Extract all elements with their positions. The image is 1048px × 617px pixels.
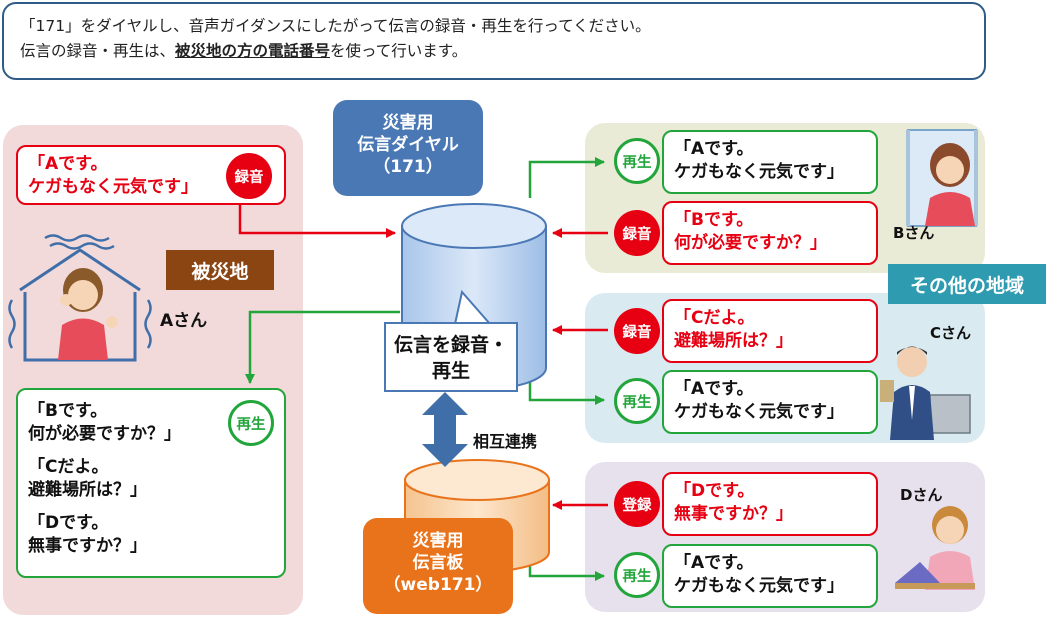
dial-service-box: 災害用 伝言ダイヤル （171） [333,100,483,196]
d-register-line-2: 無事ですか？」 [674,504,793,524]
b-play-line-1: 「Aです。 [674,139,754,159]
a-record-line-2: ケガもなく元気です」 [28,177,198,197]
board-service-box: 災害用 伝言板 （web171） [363,518,513,614]
c-play-line-2: ケガもなく元気です」 [674,402,844,422]
c-record-line-2: 避難場所は？」 [674,331,793,351]
dial-line-3: （171） [373,157,443,177]
d-play-message: 「Aです。 ケガもなく元気です」 [662,544,878,608]
d-register-message: 「Dです。 無事ですか？」 [662,472,878,536]
c-record-line-1: 「Cだよ。 [674,308,755,328]
record-play-bubble: 伝言を録音・ 再生 [384,322,518,392]
a-play-c-line-1: 「Cだよ。 [28,457,109,477]
arrow-c-play [528,375,605,405]
person-b-icon [906,129,978,227]
c-play-badge: 再生 [614,378,660,424]
b-record-badge: 録音 [614,210,660,256]
person-b-label: Bさん [893,224,935,242]
a-play-c-line-2: 避難場所は？」 [28,480,147,500]
a-play-badge: 再生 [228,400,274,446]
mutual-link-label: 相互連携 [473,432,538,451]
instruction-line-2: 伝言の録音・再生は、被災地の方の電話番号を使って行います。 [20,39,968,64]
instruction-line-1: 「171」をダイヤルし、音声ガイダンスにしたがって伝言の録音・再生を行ってくださ… [20,17,651,35]
person-a-icon [58,268,118,360]
shake-lines-icon [8,234,152,349]
b-record-line-2: 何が必要ですか？」 [674,233,827,253]
d-play-line-1: 「Aです。 [674,553,754,573]
bubble-line-2: 再生 [431,360,470,382]
b-record-line-1: 「Bです。 [674,210,754,230]
b-play-line-2: ケガもなく元気です」 [674,162,844,182]
a-play-d-line-2: 無事ですか？」 [28,536,147,556]
instruction-box: 「171」をダイヤルし、音声ガイダンスにしたがって伝言の録音・再生を行ってくださ… [2,2,986,80]
dial-line-2: 伝言ダイヤル [357,135,459,155]
board-line-1: 災害用 [412,531,464,551]
a-play-b-line-1: 「Bです。 [28,401,108,421]
instruction-line-2-emphasis: 被災地の方の電話番号 [175,42,331,60]
dial-line-1: 災害用 [382,113,434,133]
disaster-area-tag: 被災地 [166,250,274,290]
b-play-message: 「Aです。 ケガもなく元気です」 [662,130,878,194]
arrow-b-play [528,157,605,198]
person-c-icon [880,346,971,440]
board-line-3: （web171） [383,575,493,595]
a-record-line-1: 「Aです。 [28,154,108,174]
person-c-label: Cさん [930,324,972,342]
d-play-badge: 再生 [614,552,660,598]
board-line-2: 伝言板 [412,553,464,573]
d-register-line-1: 「Dです。 [674,481,755,501]
c-play-line-1: 「Aです。 [674,379,754,399]
instruction-line-2-post: を使って行います。 [330,42,468,60]
a-play-b-line-2: 何が必要ですか？」 [28,424,181,444]
arrow-a-play [245,310,400,384]
bubble-line-1: 伝言を録音・ [393,334,508,356]
person-d-icon [895,506,975,590]
person-d-label: Dさん [900,486,943,504]
instruction-line-2-pre: 伝言の録音・再生は、 [20,42,176,60]
c-play-message: 「Aです。 ケガもなく元気です」 [662,370,878,434]
a-play-d-line-1: 「Dです。 [28,513,109,533]
person-a-label: Aさん [160,311,208,331]
other-area-tag: その他の地域 [888,264,1046,304]
arrow-a-record [238,205,396,238]
d-register-badge: 登録 [614,481,660,527]
a-record-badge: 録音 [226,153,272,199]
b-record-message: 「Bです。 何が必要ですか？」 [662,201,878,265]
mutual-link-arrow-icon [422,392,468,467]
b-play-badge: 再生 [614,138,660,184]
c-record-message: 「Cだよ。 避難場所は？」 [662,299,878,363]
d-play-line-2: ケガもなく元気です」 [674,576,844,596]
c-record-badge: 録音 [614,308,660,354]
